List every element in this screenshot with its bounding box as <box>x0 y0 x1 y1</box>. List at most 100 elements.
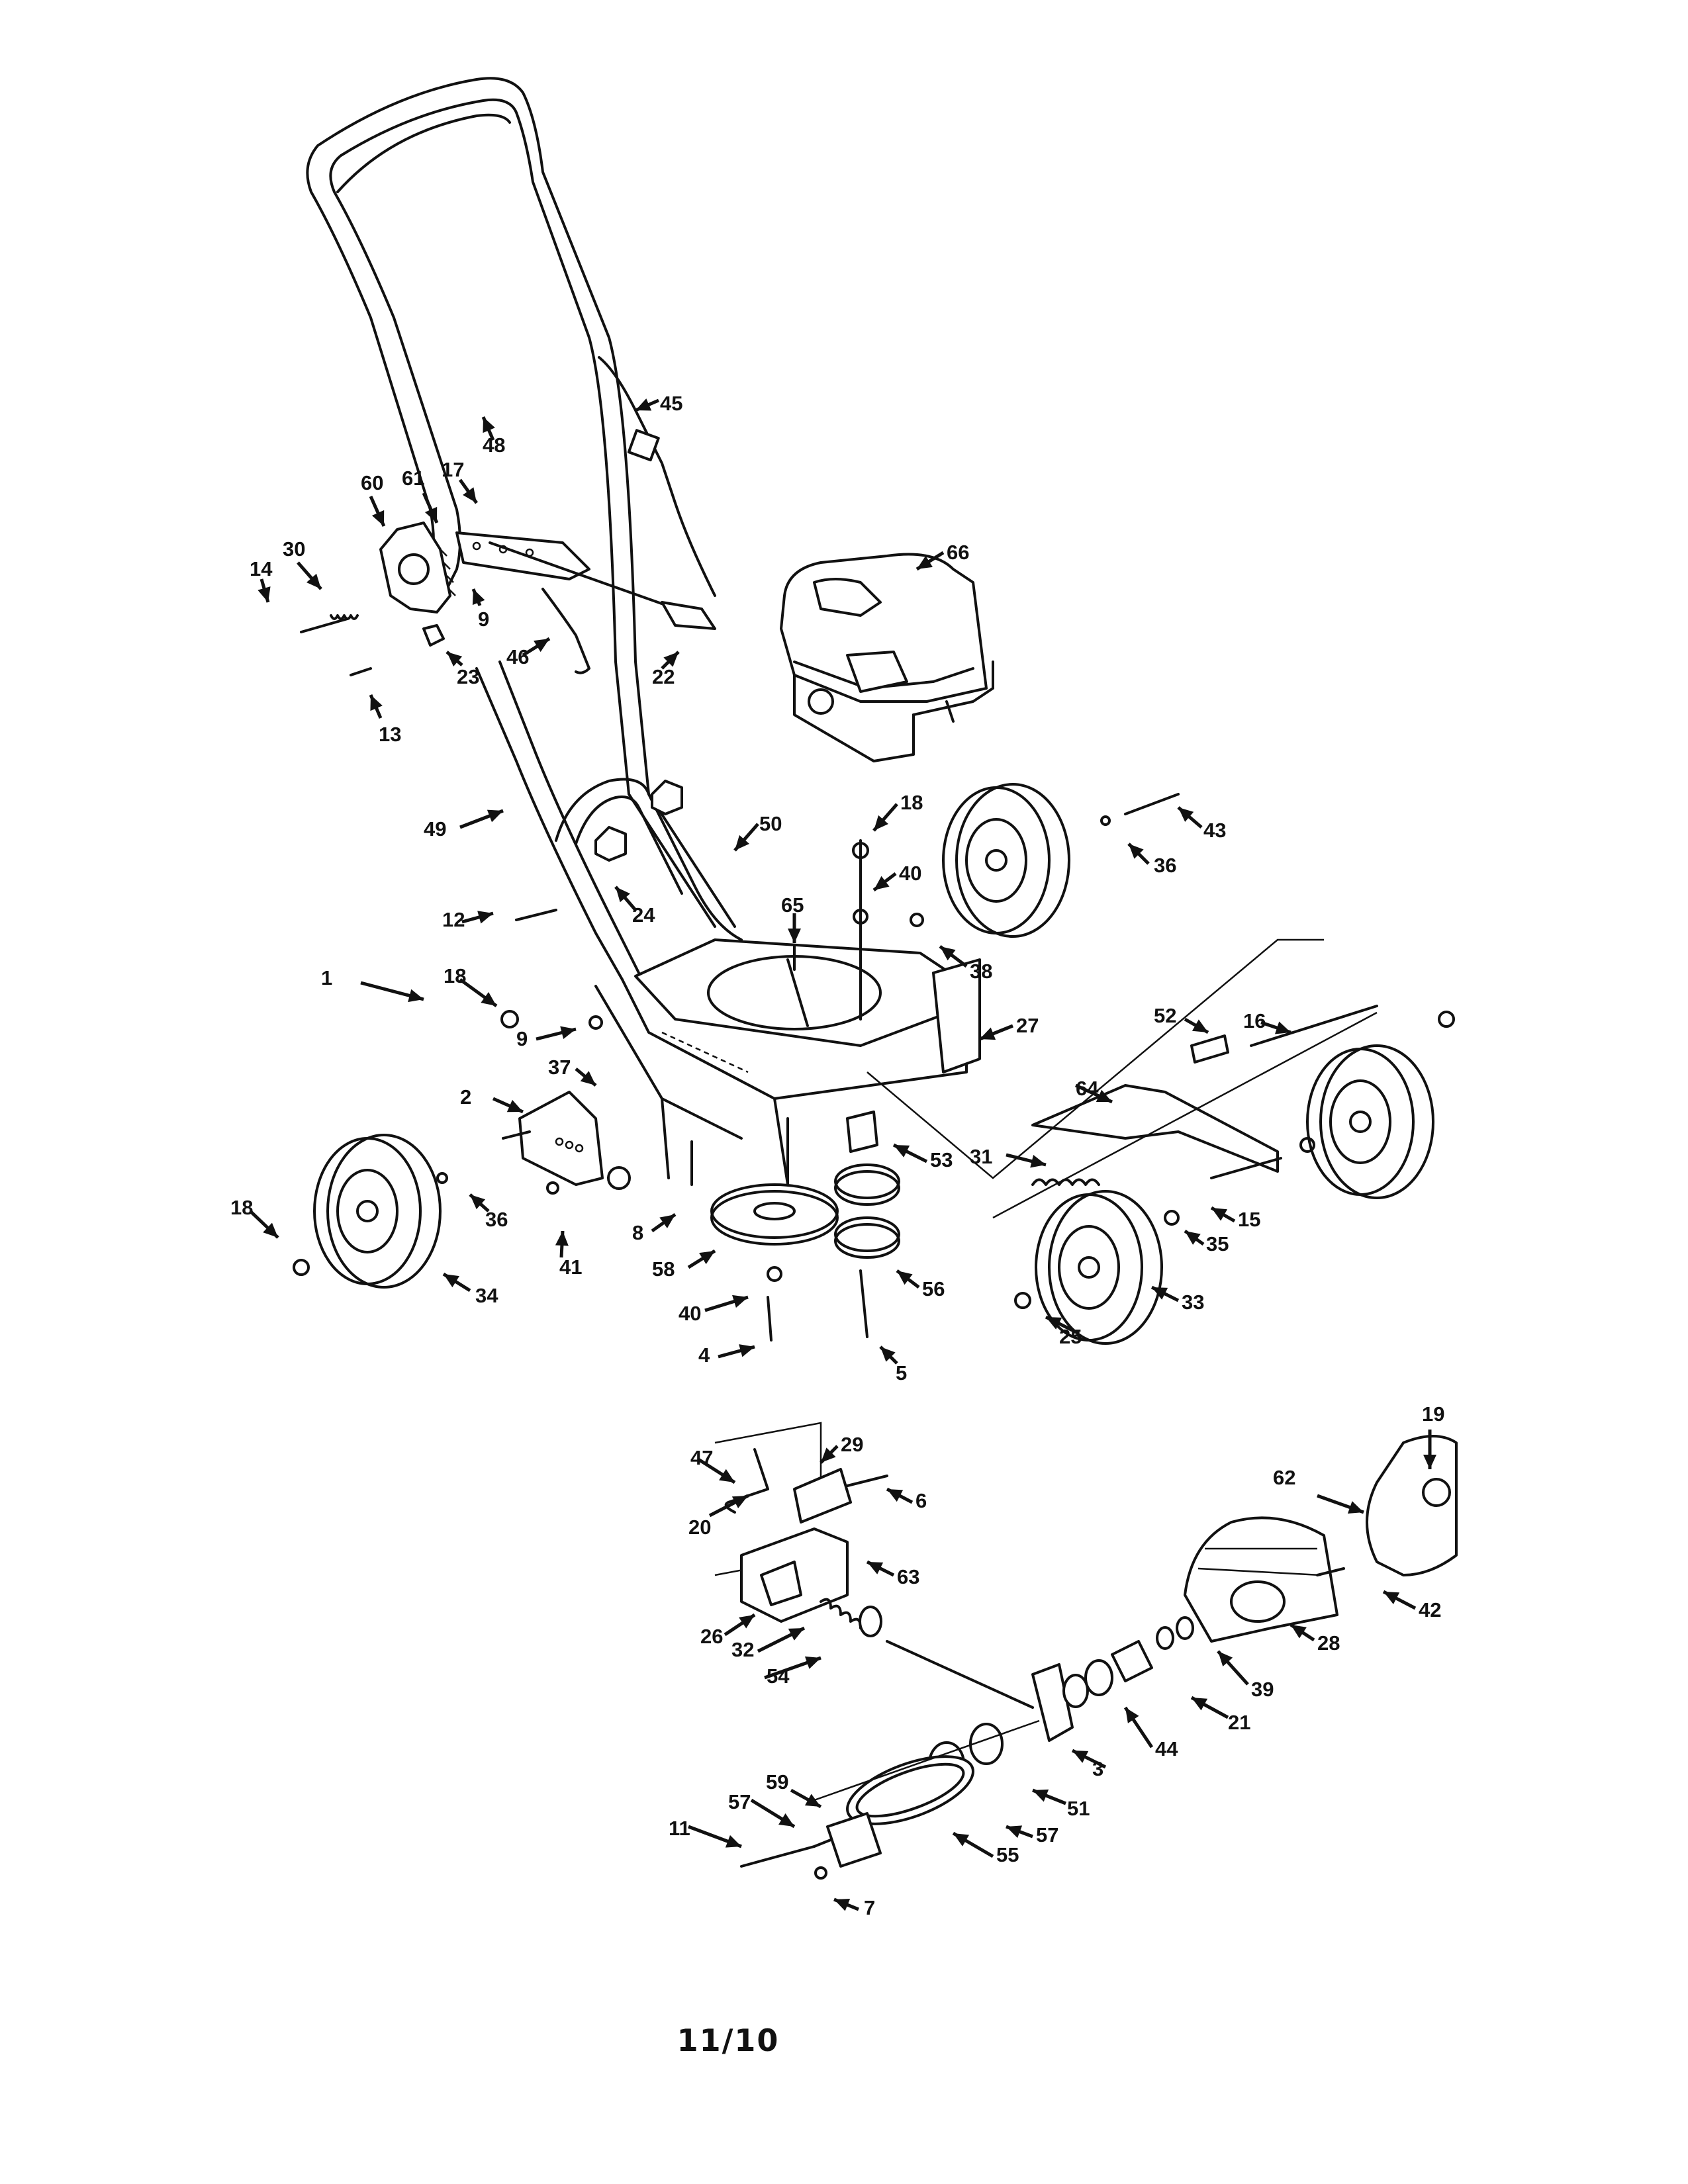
callout-11: 11 <box>669 1817 690 1840</box>
callout-13: 13 <box>379 723 401 746</box>
height-adjuster-2 <box>502 1091 604 1186</box>
pulley-56a <box>834 1163 900 1206</box>
control-cable-45 <box>598 356 716 597</box>
callout-arrowhead <box>719 1469 735 1482</box>
callout-arrowhead <box>463 487 477 503</box>
callout-arrowhead <box>834 1898 851 1911</box>
callout-arrowhead <box>953 1833 970 1846</box>
callout-48: 48 <box>483 433 505 457</box>
callout-57-right: 57 <box>1036 1823 1058 1846</box>
callout-61: 61 <box>402 467 424 490</box>
callout-18-left: 18 <box>444 964 466 987</box>
callout-arrowhead <box>897 1271 913 1285</box>
callout-arrowhead <box>263 1222 278 1238</box>
callout-41: 41 <box>559 1255 582 1279</box>
callout-arrowhead <box>1274 1021 1291 1034</box>
callout-arrowhead <box>980 1027 996 1040</box>
pulley-56b <box>834 1216 900 1259</box>
callout-arrowhead <box>371 510 385 526</box>
callout-46: 46 <box>506 645 529 668</box>
callout-arrowhead <box>804 1656 821 1669</box>
callout-18-wheel: 18 <box>230 1196 253 1219</box>
callout-36-lower: 36 <box>485 1208 508 1231</box>
callout-arrowhead <box>1030 1154 1046 1168</box>
callout-arrowhead <box>258 586 271 602</box>
grip-22 <box>661 601 716 630</box>
callout-22: 22 <box>652 665 675 688</box>
callout-arrowhead <box>874 876 890 890</box>
callout-36-upper: 36 <box>1154 854 1176 877</box>
callout-arrowhead <box>1046 1317 1062 1330</box>
callout-arrowhead <box>424 506 438 523</box>
callout-arrowhead <box>880 1347 896 1362</box>
bracket-64 <box>1031 1084 1279 1173</box>
handle-cable-run <box>489 541 696 617</box>
callout-arrowhead <box>735 835 750 850</box>
callout-arrowhead <box>1211 1208 1228 1221</box>
control-bracket-60 <box>379 522 456 614</box>
assembly-reference-line-2 <box>992 1011 1378 1219</box>
axle-15 <box>1210 1157 1282 1179</box>
callout-17: 17 <box>442 458 464 481</box>
callout-arrowhead <box>635 398 652 411</box>
wheel-34 <box>313 1134 442 1289</box>
bolt-12 <box>515 909 557 921</box>
callout-6: 6 <box>915 1489 927 1512</box>
callout-arrowhead <box>472 589 485 606</box>
callout-58: 58 <box>652 1257 675 1281</box>
callout-arrowhead <box>1347 1501 1364 1514</box>
callout-14: 14 <box>250 557 273 580</box>
callout-2: 2 <box>460 1085 471 1109</box>
callout-45: 45 <box>660 392 682 415</box>
callout-arrowhead <box>444 1274 459 1288</box>
callout-43: 43 <box>1203 819 1226 842</box>
callout-39: 39 <box>1251 1678 1274 1701</box>
callout-64: 64 <box>1076 1077 1099 1100</box>
callout-leaders <box>249 398 1436 1911</box>
callout-arrowhead <box>659 1214 675 1228</box>
bolt-4 <box>767 1296 773 1342</box>
wheel-upper-right <box>942 783 1070 938</box>
callout-arrowhead <box>408 989 424 1003</box>
lower-assembly <box>714 1422 1458 1880</box>
callout-arrowhead <box>477 911 493 924</box>
callout-35: 35 <box>1206 1232 1229 1255</box>
callout-51: 51 <box>1067 1797 1090 1820</box>
callout-56: 56 <box>922 1277 945 1300</box>
callout-arrowhead <box>470 1195 486 1210</box>
callout-33: 33 <box>1182 1291 1204 1314</box>
callout-arrowhead <box>1178 807 1194 822</box>
callout-9-upper: 9 <box>478 608 489 631</box>
callout-arrowhead <box>778 1813 794 1827</box>
callout-23: 23 <box>457 665 479 688</box>
engine-66 <box>780 553 994 762</box>
callout-arrowhead <box>1192 1019 1208 1032</box>
callout-5: 5 <box>896 1361 907 1385</box>
callout-arrowhead <box>447 652 463 666</box>
callout-29: 29 <box>841 1433 863 1456</box>
callout-arrowhead <box>1006 1825 1023 1839</box>
callout-44: 44 <box>1155 1737 1178 1760</box>
callout-55: 55 <box>996 1843 1019 1866</box>
bolt-14 <box>300 617 349 633</box>
callout-arrowhead <box>1129 844 1144 859</box>
callout-63: 63 <box>897 1565 919 1588</box>
assembly-reference-line <box>867 938 1324 1179</box>
callout-62: 62 <box>1273 1466 1295 1489</box>
callout-7: 7 <box>864 1896 875 1919</box>
callout-arrowhead <box>1423 1455 1436 1469</box>
callout-54: 54 <box>767 1664 790 1688</box>
clip-23 <box>422 624 445 647</box>
callout-37: 37 <box>548 1056 571 1079</box>
callout-18-upper: 18 <box>900 791 923 814</box>
cable-clip <box>627 429 660 462</box>
callout-16: 16 <box>1243 1009 1266 1032</box>
callout-arrowhead <box>560 1026 576 1040</box>
callout-42: 42 <box>1419 1598 1441 1621</box>
callout-40-lower: 40 <box>679 1302 701 1325</box>
spacer-52 <box>1190 1034 1229 1064</box>
callout-arrowhead <box>867 1562 884 1574</box>
callout-60: 60 <box>361 471 383 494</box>
callout-arrowhead <box>917 555 933 569</box>
